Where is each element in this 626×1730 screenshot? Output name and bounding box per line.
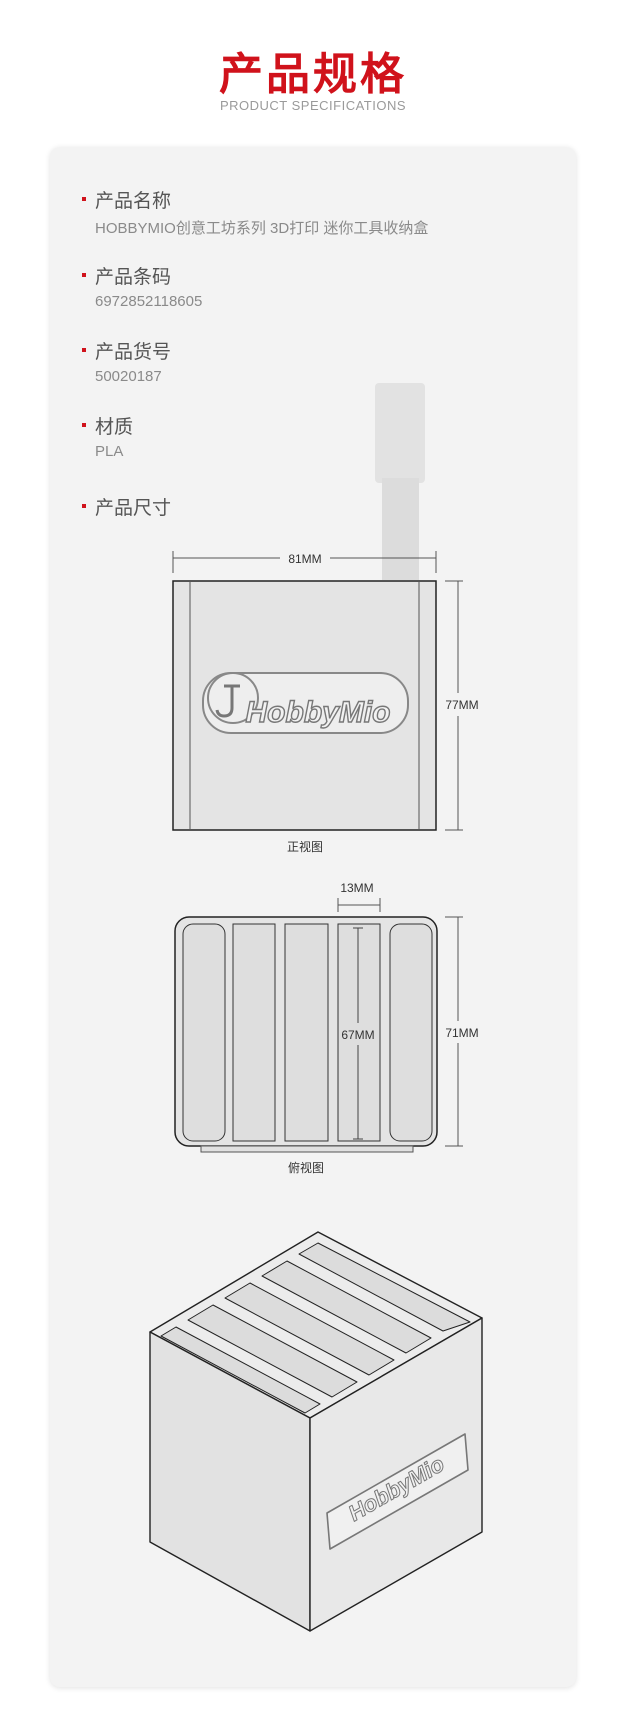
spec-label: 材质 (95, 416, 134, 438)
spec-value: HOBBYMIO创意工坊系列 3D打印 迷你工具收纳盒 (95, 220, 429, 237)
top-slot (232, 923, 276, 1142)
spec-value: PLA (95, 443, 124, 460)
bullet-icon (82, 348, 86, 352)
bullet-icon (82, 423, 86, 427)
spec-label: 产品货号 (95, 341, 172, 363)
bullet-icon (82, 504, 86, 508)
tool-silhouette (375, 383, 425, 580)
depth-label: 71MM (445, 1026, 478, 1040)
front-width-label: 81MM (288, 552, 321, 566)
front-height-label: 77MM (445, 698, 478, 712)
top-slot (284, 923, 329, 1142)
spec-value: 6972852118605 (95, 293, 203, 310)
page-subtitle: PRODUCT SPECIFICATIONS (219, 98, 407, 113)
isometric-view: HobbyMio (149, 1231, 483, 1632)
slot-length-label: 67MM (341, 1028, 374, 1042)
spec-value: 50020187 (95, 368, 162, 385)
hobbymio-logo: HobbyMio (202, 672, 409, 734)
spec-label: 产品名称 (95, 190, 172, 212)
spec-label: 产品条码 (95, 266, 172, 288)
bullet-icon (82, 197, 86, 201)
top-slot (389, 923, 433, 1142)
top-view-caption: 俯视图 (288, 1160, 324, 1175)
bullet-icon (82, 273, 86, 277)
front-view: 81MM 77MM HobbyMio 正视图 (172, 551, 479, 854)
spec-label: 产品尺寸 (95, 497, 172, 519)
page-title: 产品规格 (219, 49, 407, 100)
logo-text: HobbyMio (246, 696, 391, 729)
slot-width-label: 13MM (340, 881, 373, 895)
front-view-caption: 正视图 (287, 839, 323, 854)
top-slot (182, 923, 226, 1142)
top-view: 13MM 67MM 71MM 俯视图 (174, 881, 479, 1175)
top-slot (337, 923, 381, 1142)
